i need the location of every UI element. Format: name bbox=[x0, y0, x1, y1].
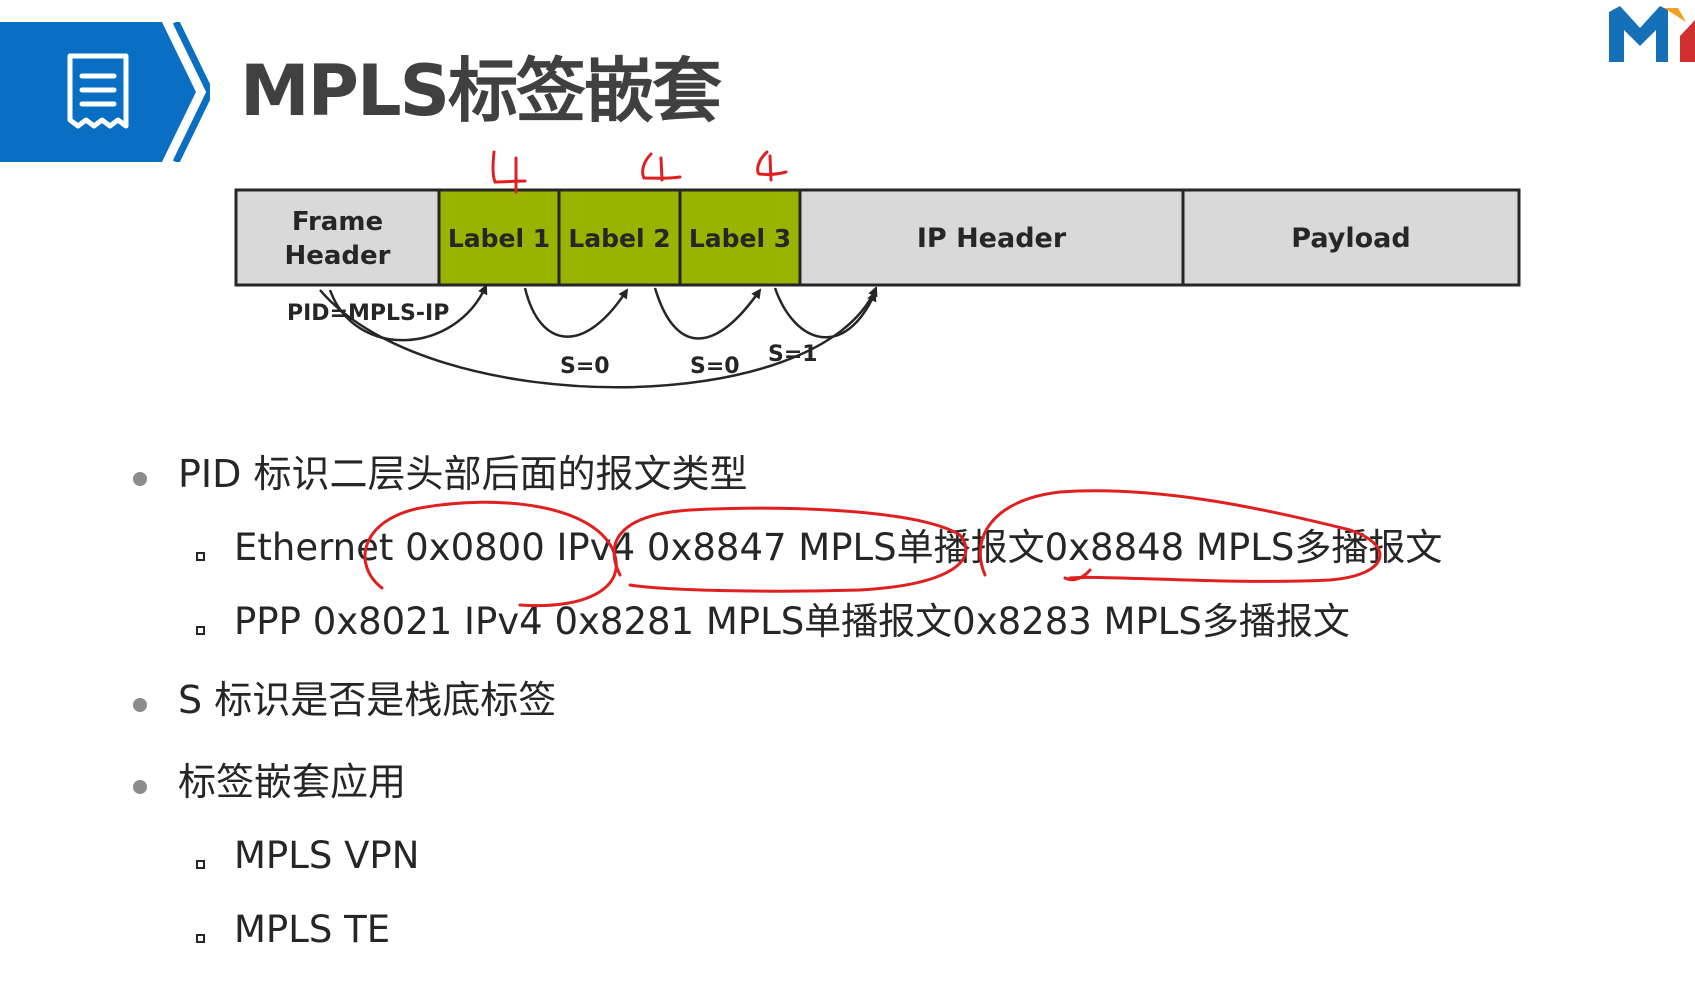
annotation-tail bbox=[1063, 568, 1092, 582]
field-box-label-1 bbox=[437, 188, 561, 287]
field-box-payload bbox=[1181, 188, 1521, 287]
bullet-dot bbox=[133, 780, 147, 794]
field-label-payload: Payload bbox=[1291, 223, 1410, 254]
title-badge-chevron bbox=[172, 22, 210, 162]
label2-to-label3-arrow bbox=[653, 287, 762, 340]
field-label-frame-header-line1: Frame bbox=[292, 207, 383, 237]
bullet-mpls-te: MPLS TE bbox=[234, 908, 391, 951]
bullet-pid: PID 标识二层头部后面的报文类型 bbox=[178, 452, 748, 496]
pid-label: PID=MPLS-IP bbox=[287, 301, 449, 326]
handwritten-mark-3-stem bbox=[768, 154, 773, 182]
bullet-square bbox=[196, 552, 205, 561]
bullet-nesting-apps: 标签嵌套应用 bbox=[178, 760, 407, 804]
handwritten-size-marks bbox=[491, 150, 788, 194]
field-box-ip-header bbox=[798, 188, 1185, 287]
s-value-label3: S=1 bbox=[768, 342, 818, 367]
page-title: MPLS标签嵌套 bbox=[240, 50, 722, 132]
label1-to-label2-arrow bbox=[523, 287, 629, 338]
bullet-dot bbox=[133, 472, 147, 486]
bullet-square bbox=[196, 626, 205, 635]
handwritten-mark-2 bbox=[641, 152, 682, 180]
circle-multicast-annotation bbox=[978, 489, 1382, 583]
s-value-label2: S=0 bbox=[690, 354, 740, 379]
field-box-label-3 bbox=[678, 188, 802, 287]
bullet-mpls-vpn: MPLS VPN bbox=[234, 834, 420, 877]
handwritten-mark-3 bbox=[756, 150, 788, 176]
bullet-square bbox=[196, 860, 205, 869]
bullet-ppp-types: PPP 0x8021 IPv4 0x8281 MPLS单播报文0x8283 MP… bbox=[234, 600, 1350, 643]
s-value-label1: S=0 bbox=[560, 354, 610, 379]
handwritten-mark-1 bbox=[491, 150, 527, 184]
bullet-dot bbox=[133, 698, 147, 712]
circle-unicast-annotation bbox=[612, 506, 968, 593]
circle-ipv4-annotation bbox=[363, 500, 618, 608]
field-box-label-2 bbox=[557, 188, 682, 287]
field-label-label-2: Label 2 bbox=[568, 224, 670, 253]
handwritten-mark-2-stem bbox=[659, 156, 664, 182]
brand-logo-icon bbox=[1609, 6, 1695, 62]
field-label-label-3: Label 3 bbox=[689, 224, 791, 253]
label3-to-ip-arrow bbox=[773, 287, 877, 339]
field-label-label-1: Label 1 bbox=[448, 224, 550, 253]
field-label-frame-header-line2: Header bbox=[284, 241, 390, 271]
bullet-ethernet-types: Ethernet 0x0800 IPv4 0x8847 MPLS单播报文0x88… bbox=[234, 526, 1443, 569]
document-icon bbox=[67, 53, 129, 129]
bullet-square bbox=[196, 934, 205, 943]
field-label-ip-header: IP Header bbox=[917, 223, 1067, 254]
bullet-s-bit: S 标识是否是栈底标签 bbox=[178, 678, 557, 722]
title-badge bbox=[0, 22, 210, 162]
